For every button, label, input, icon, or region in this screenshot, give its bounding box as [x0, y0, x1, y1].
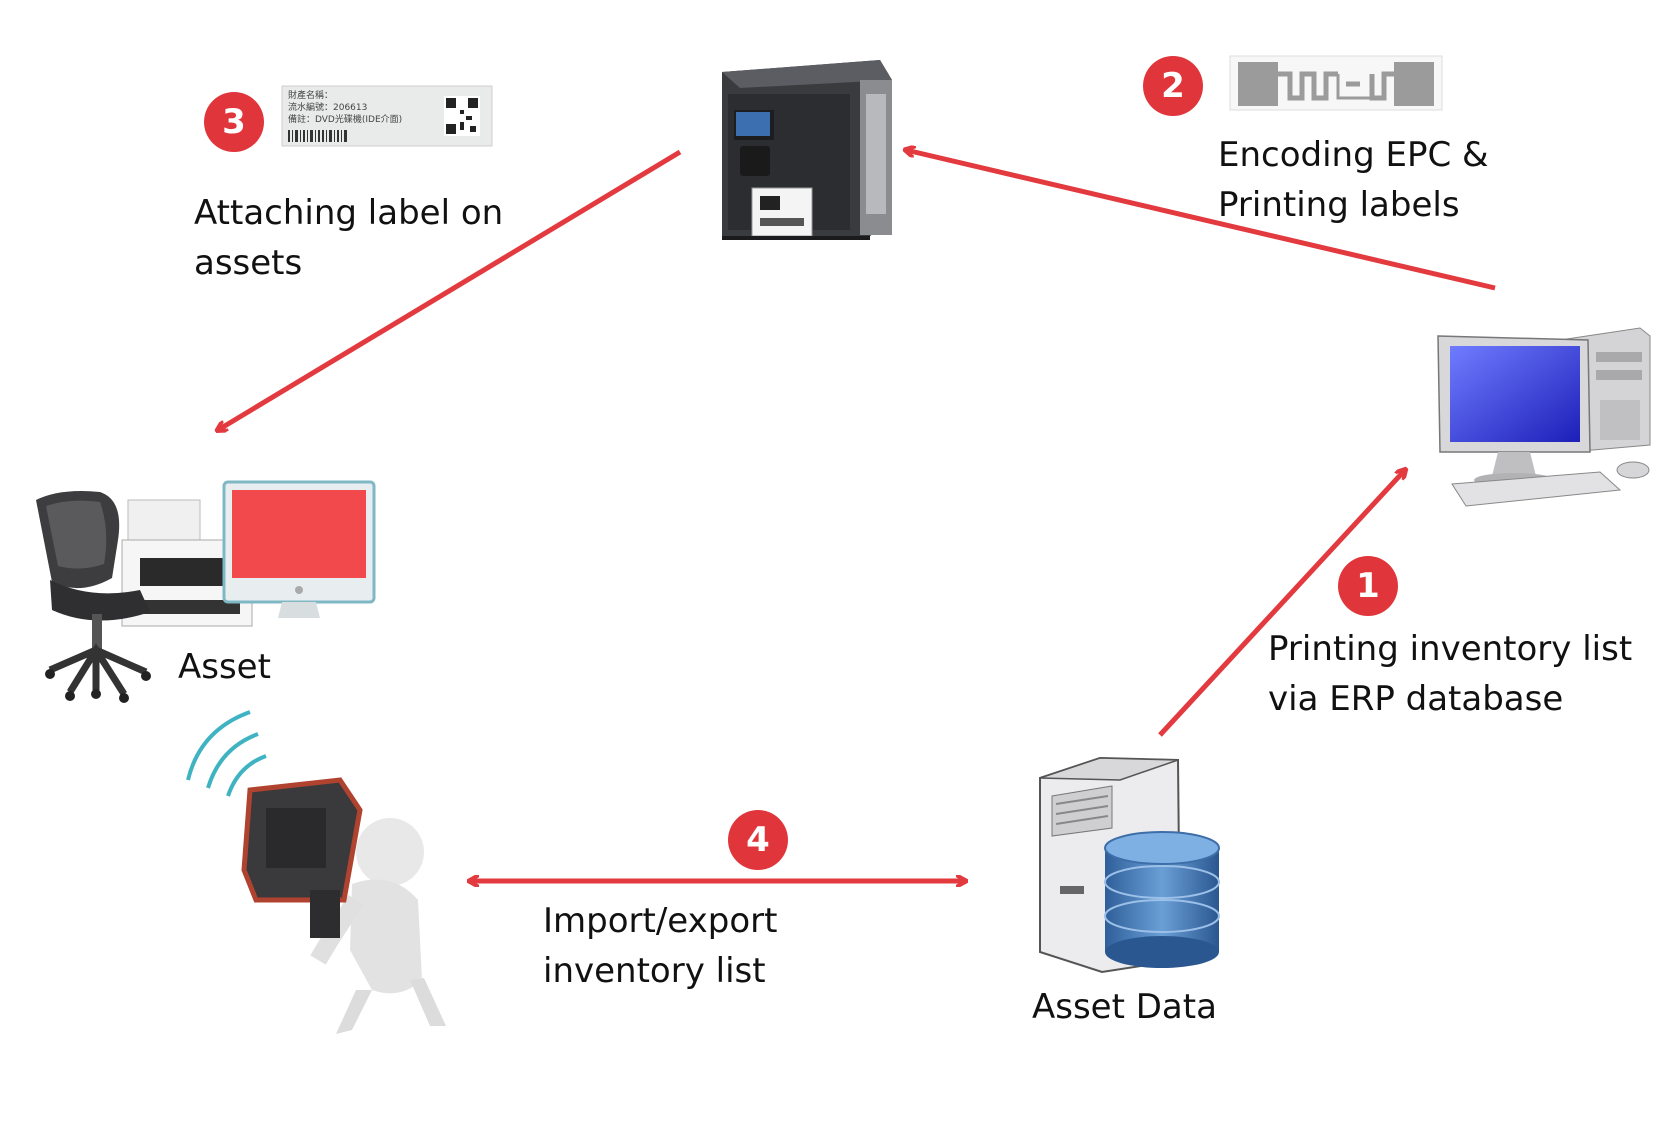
step-1-label: Printing inventory list via ERP database — [1268, 624, 1632, 724]
step-3-number: 3 — [222, 102, 246, 142]
asset-tag-line1: 財產名稱： — [288, 89, 333, 101]
asset-tag-qr — [444, 96, 480, 136]
thermal-printer-icon — [722, 60, 892, 240]
step-2-label-line1: Encoding EPC & — [1218, 135, 1489, 175]
step-2-badge: 2 — [1143, 56, 1203, 116]
asset-label: Asset — [178, 647, 271, 687]
step-2-number: 2 — [1161, 66, 1185, 106]
asset-tag-line2: 流水編號：206613 — [288, 101, 367, 113]
step-1-label-line2: via ERP database — [1268, 679, 1564, 719]
server-database-icon — [1039, 756, 1220, 974]
step-4-number: 4 — [746, 820, 770, 860]
monitor-icon — [222, 480, 376, 618]
step-3-label: Attaching label on assets — [194, 188, 503, 288]
step-3-label-line1: Attaching label on — [194, 193, 504, 233]
step-4-badge: 4 — [728, 810, 788, 870]
arrow-step-1 — [1158, 470, 1405, 737]
step-4-label-line2: inventory list — [543, 951, 766, 991]
office-chair-icon — [36, 491, 151, 703]
arrow-step-2 — [906, 150, 1496, 291]
step-2-label-line2: Printing labels — [1218, 185, 1460, 225]
rfid-inlay-icon — [1229, 55, 1443, 111]
asset-tag-line3: 備註：DVD光碟機(IDE介面) — [288, 113, 402, 125]
step-1-number: 1 — [1356, 566, 1380, 606]
step-1-badge: 1 — [1338, 556, 1398, 616]
step-3-badge: 3 — [204, 92, 264, 152]
desktop-computer-icon — [1437, 327, 1651, 507]
asset-tag-barcode — [288, 130, 347, 142]
arrow-step-3 — [218, 149, 682, 430]
step-2-label: Encoding EPC & Printing labels — [1218, 130, 1489, 230]
step-3-label-line2: assets — [194, 243, 303, 283]
asset-tag-icon: 財產名稱： 流水編號：206613 備註：DVD光碟機(IDE介面) — [281, 85, 493, 147]
asset-data-label: Asset Data — [1032, 987, 1217, 1027]
step-1-label-line1: Printing inventory list — [1268, 629, 1633, 669]
step-4-label-line1: Import/export — [543, 901, 778, 941]
step-4-label: Import/export inventory list — [543, 896, 777, 996]
rfid-handheld-reader-icon — [186, 710, 446, 1034]
